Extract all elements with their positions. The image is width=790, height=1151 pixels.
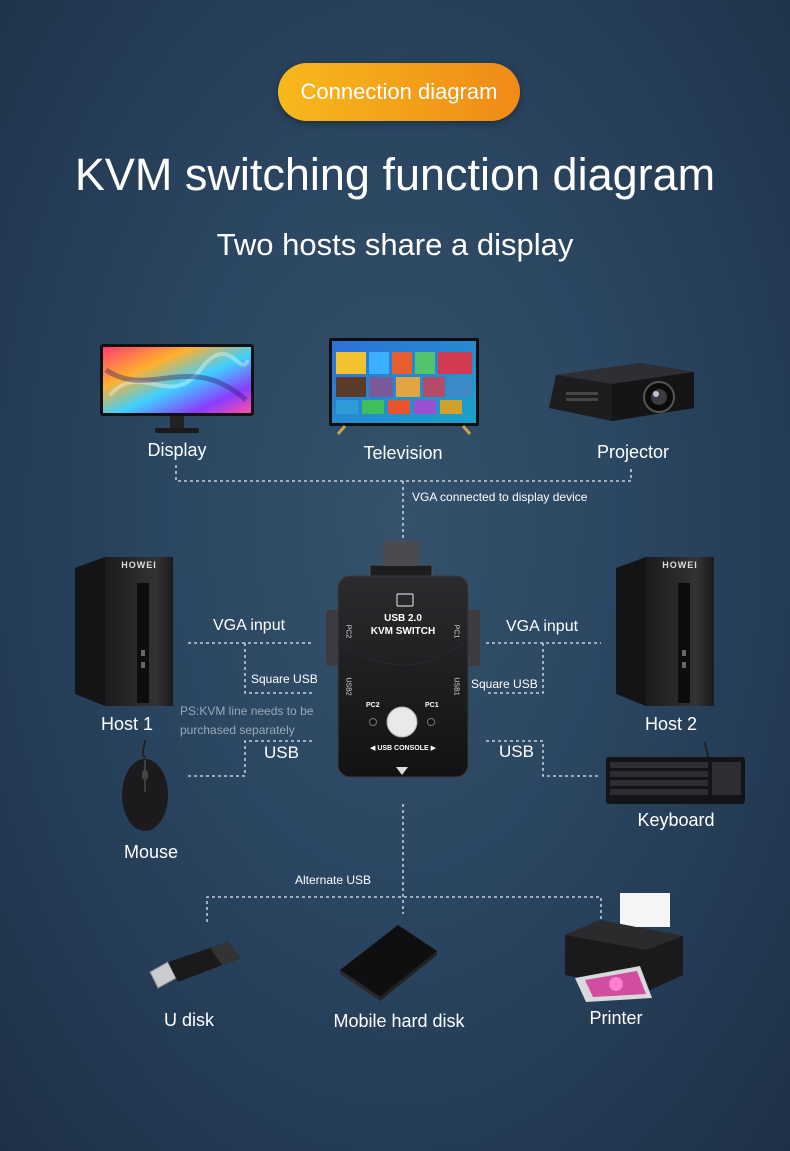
left-square-usb-label: Square USB — [251, 672, 318, 686]
host1-tower-illustration — [75, 557, 173, 706]
mobile-hard-disk-label: Mobile hard disk — [333, 1011, 465, 1031]
kvm-usb2-port-label: USB2 — [344, 677, 352, 696]
alternate-usb-label: Alternate USB — [295, 873, 372, 887]
kvm-model-text: USB 2.0 KVM SWITCH — [338, 612, 468, 638]
kvm-pc1-led-label: PC1 — [425, 702, 439, 709]
host1-label: Host 1 — [101, 714, 154, 734]
projector-illustration — [549, 363, 694, 421]
kvm-console-label: ◀ USB CONSOLE ▶ — [338, 744, 468, 752]
hard-disk-illustration — [340, 925, 437, 1001]
u-disk-illustration — [149, 942, 241, 989]
host1-brand-logo: HOWEI — [121, 560, 157, 570]
display-label: Display — [147, 440, 207, 460]
page-subtitle: Two hosts share a display — [216, 227, 574, 262]
vga-display-note: VGA connected to display device — [412, 490, 588, 504]
page-title: KVM switching function diagram — [74, 149, 716, 200]
connection-diagram-badge: Connection diagram — [278, 63, 520, 121]
kvm-line-note: PS:KVM line needs to be purchased separa… — [180, 704, 314, 737]
bottom-bus-line — [206, 896, 602, 922]
projector-label: Projector — [596, 442, 670, 462]
right-vga-input-label: VGA input — [506, 618, 579, 635]
console-right-arrow-icon: ▶ — [428, 745, 436, 752]
right-usb-label: USB — [499, 742, 534, 761]
right-usb-line — [486, 740, 599, 777]
mouse-label: Mouse — [123, 842, 179, 862]
television-illustration — [329, 338, 479, 435]
television-label: Television — [363, 443, 443, 463]
display-bus-line — [175, 465, 632, 482]
kvm-pc2-led-label: PC2 — [366, 702, 380, 709]
right-square-usb-label: Square USB — [471, 677, 538, 691]
printer-label: Printer — [589, 1008, 643, 1028]
kvm-pc1-port-label: PC1 — [452, 624, 460, 639]
kvm-usb1-port-label: USB1 — [452, 677, 460, 696]
host2-label: Host 2 — [645, 714, 698, 734]
kvm-pc2-port-label: PC2 — [344, 624, 352, 639]
printer-illustration — [565, 893, 683, 1002]
u-disk-label: U disk — [163, 1010, 215, 1030]
kvm-console-text: USB CONSOLE — [377, 745, 429, 752]
console-left-arrow-icon: ◀ — [370, 745, 378, 752]
kvm-switch-name: KVM SWITCH — [370, 626, 436, 637]
mouse-illustration — [122, 739, 168, 831]
connector-lines — [175, 465, 632, 922]
host2-brand-logo: HOWEI — [662, 560, 698, 570]
left-vga-input-label: VGA input — [213, 617, 286, 634]
keyboard-illustration — [606, 741, 745, 804]
display-illustration — [100, 344, 254, 433]
kvm-switch-illustration — [326, 540, 480, 778]
right-square-usb-line — [486, 643, 544, 694]
keyboard-label: Keyboard — [637, 810, 715, 830]
host2-tower-illustration — [616, 557, 714, 706]
left-square-usb-line — [244, 643, 314, 694]
kvm-usb-version: USB 2.0 — [384, 613, 422, 624]
left-usb-line — [188, 740, 314, 777]
left-usb-label: USB — [264, 743, 299, 762]
